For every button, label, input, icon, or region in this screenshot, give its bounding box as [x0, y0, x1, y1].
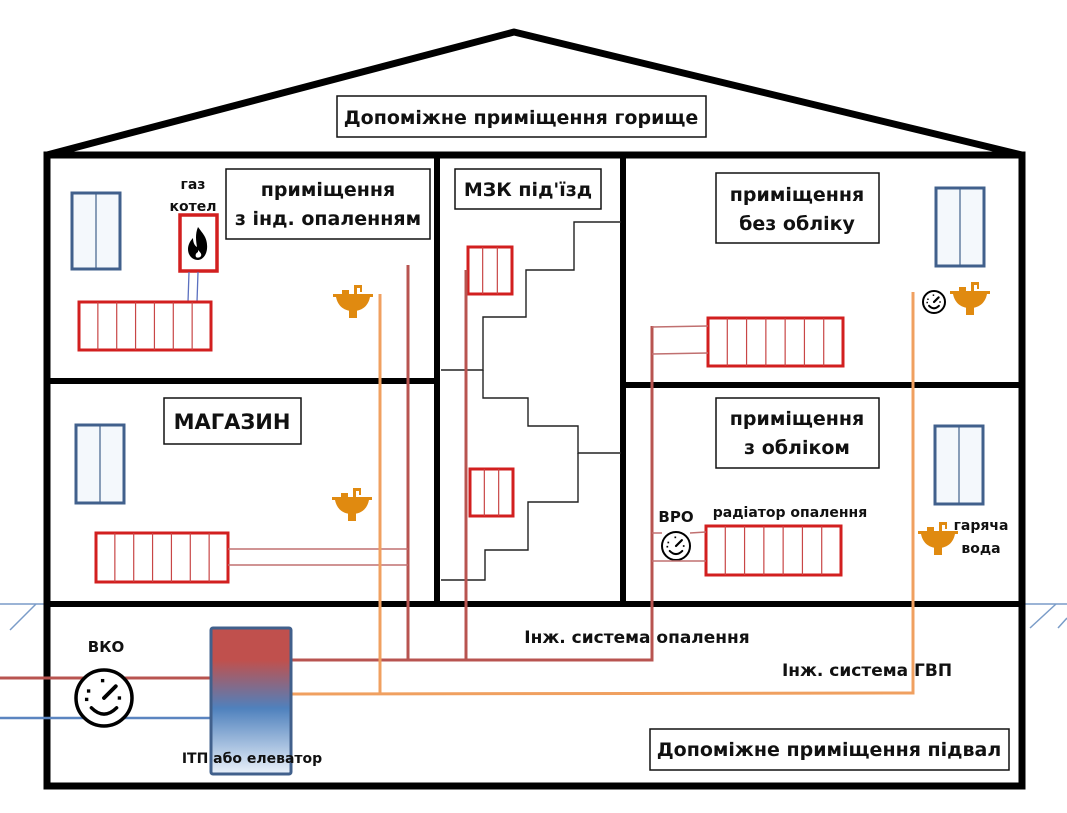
shop-label: МАГАЗИН [163, 397, 302, 445]
roof [46, 28, 1023, 159]
flame-icon [188, 227, 208, 260]
window-icon [70, 191, 122, 271]
vko-label: ВКО [88, 638, 124, 656]
gas-boiler [178, 213, 219, 273]
stairwell-label-text: МЗК під'їзд [464, 179, 592, 201]
radiator-body [706, 316, 845, 368]
attic-label-text: Допоміжне приміщення горище [344, 107, 699, 129]
radiator-body [704, 524, 843, 577]
radiator-icon [468, 467, 515, 518]
radiator-body [466, 245, 514, 296]
staircase [441, 221, 621, 371]
radiator-body [77, 300, 213, 352]
radiator-icon [704, 524, 843, 577]
room-metered-title-2: з обліком [744, 437, 850, 459]
gas-boiler-label-1: газ [181, 177, 206, 193]
room-individual-heating: приміщення з інд. опаленням [225, 168, 431, 240]
radiator-icon [77, 300, 213, 352]
hot-water-label-2: вода [961, 541, 1000, 557]
meter-gauge-icon [922, 290, 946, 314]
sink-icon [918, 522, 958, 555]
hw-system-label: Інж. система ГВП [782, 661, 952, 681]
hot-water-pipe-main [290, 292, 915, 696]
sink-icon [333, 285, 373, 318]
window-icon [933, 424, 985, 506]
meter-gauge-icon [74, 668, 134, 728]
itp-unit [209, 626, 293, 776]
radiator-label: радіатор опалення [713, 505, 867, 521]
staircase [441, 453, 579, 581]
meter-gauge-icon [661, 531, 691, 561]
room-metered: приміщення з обліком [715, 397, 880, 469]
gauge-needle [674, 539, 683, 548]
window-icon [934, 186, 986, 268]
ground-right [1025, 603, 1067, 629]
room-individual-title-1: приміщення [261, 179, 395, 201]
shop-label-text: МАГАЗИН [174, 410, 291, 434]
gauge-needle [932, 296, 940, 304]
hot-water-label-1: гаряча [954, 518, 1009, 534]
heating-system-label: Інж. система опалення [524, 628, 749, 648]
building-outline [43, 151, 1026, 790]
radiator-icon [466, 245, 514, 296]
sink-icon [950, 282, 990, 315]
radiator-icon [706, 316, 845, 368]
ground-left [0, 603, 46, 631]
sink-icon [332, 488, 372, 521]
heating-pipe-main [291, 326, 654, 662]
basement-label-text: Допоміжне приміщення підвал [657, 739, 1002, 761]
vro-label: ВРО [658, 508, 693, 526]
gauge-needle [102, 684, 118, 700]
gas-boiler-label-2: котел [170, 199, 217, 215]
room-metered-title-1: приміщення [730, 408, 864, 430]
window-icon [74, 423, 126, 505]
attic-label: Допоміжне приміщення горище [336, 95, 707, 138]
room-no-meter: приміщення без обліку [715, 172, 880, 244]
radiator-body [468, 467, 515, 518]
stairwell-label: МЗК під'їзд [454, 168, 602, 210]
staircase [482, 370, 621, 454]
radiator-icon [94, 531, 230, 584]
basement-label: Допоміжне приміщення підвал [649, 728, 1010, 771]
radiator-body [94, 531, 230, 584]
itp-label: ІТП або елеватор [182, 751, 322, 767]
room-no-meter-title-1: приміщення [730, 184, 864, 206]
room-no-meter-title-2: без обліку [739, 213, 855, 235]
room-individual-title-2: з інд. опаленням [235, 208, 421, 230]
